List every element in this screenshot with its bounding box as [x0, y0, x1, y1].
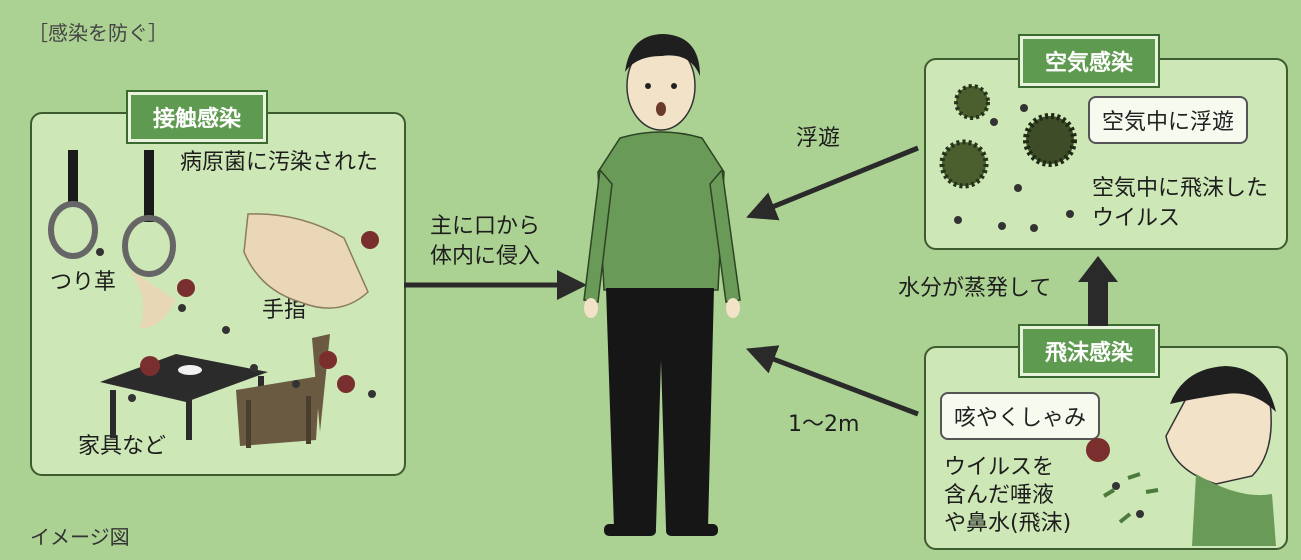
- evaporation-label: 水分が蒸発して: [898, 276, 1052, 301]
- float-label: 浮遊: [796, 126, 841, 151]
- table-and-chair-icon: [100, 334, 330, 448]
- furniture-label: 家具など: [78, 434, 167, 459]
- droplet-infection-badge: 飛沫感染: [1020, 326, 1159, 376]
- airborne-infection-badge: 空気感染: [1020, 36, 1159, 86]
- contact-infection-badge: 接触感染: [128, 92, 267, 142]
- strap-label: つり革: [50, 270, 117, 295]
- pathogen-text: 病原菌に汚染された: [180, 150, 379, 175]
- sneezing-person-figure: [1086, 366, 1276, 546]
- airborne-bubble: 空気中に浮遊: [1088, 96, 1249, 144]
- diagram-title: ［感染を防ぐ］: [28, 21, 168, 45]
- germ-dots: [96, 231, 379, 402]
- standing-person-figure: [583, 34, 741, 536]
- route-label: 主に口から 体内に侵入: [430, 214, 541, 269]
- droplet-bubble: 咳やくしゃみ: [940, 392, 1101, 440]
- airborne-description: 空気中に飛沫した ウイルス: [1092, 176, 1269, 231]
- evaporation-up-arrow: [1078, 256, 1118, 326]
- droplet-description: ウイルスを 含んだ唾液 や鼻水(飛沫): [944, 455, 1072, 536]
- distance-label: 1～2m: [788, 412, 860, 437]
- image-caption: イメージ図: [30, 525, 130, 549]
- arrow-droplet: [745, 345, 919, 417]
- strap-icon: [48, 150, 176, 329]
- hand-icon: [243, 213, 369, 309]
- arrow-float: [746, 145, 919, 221]
- virus-icons: [939, 84, 1077, 232]
